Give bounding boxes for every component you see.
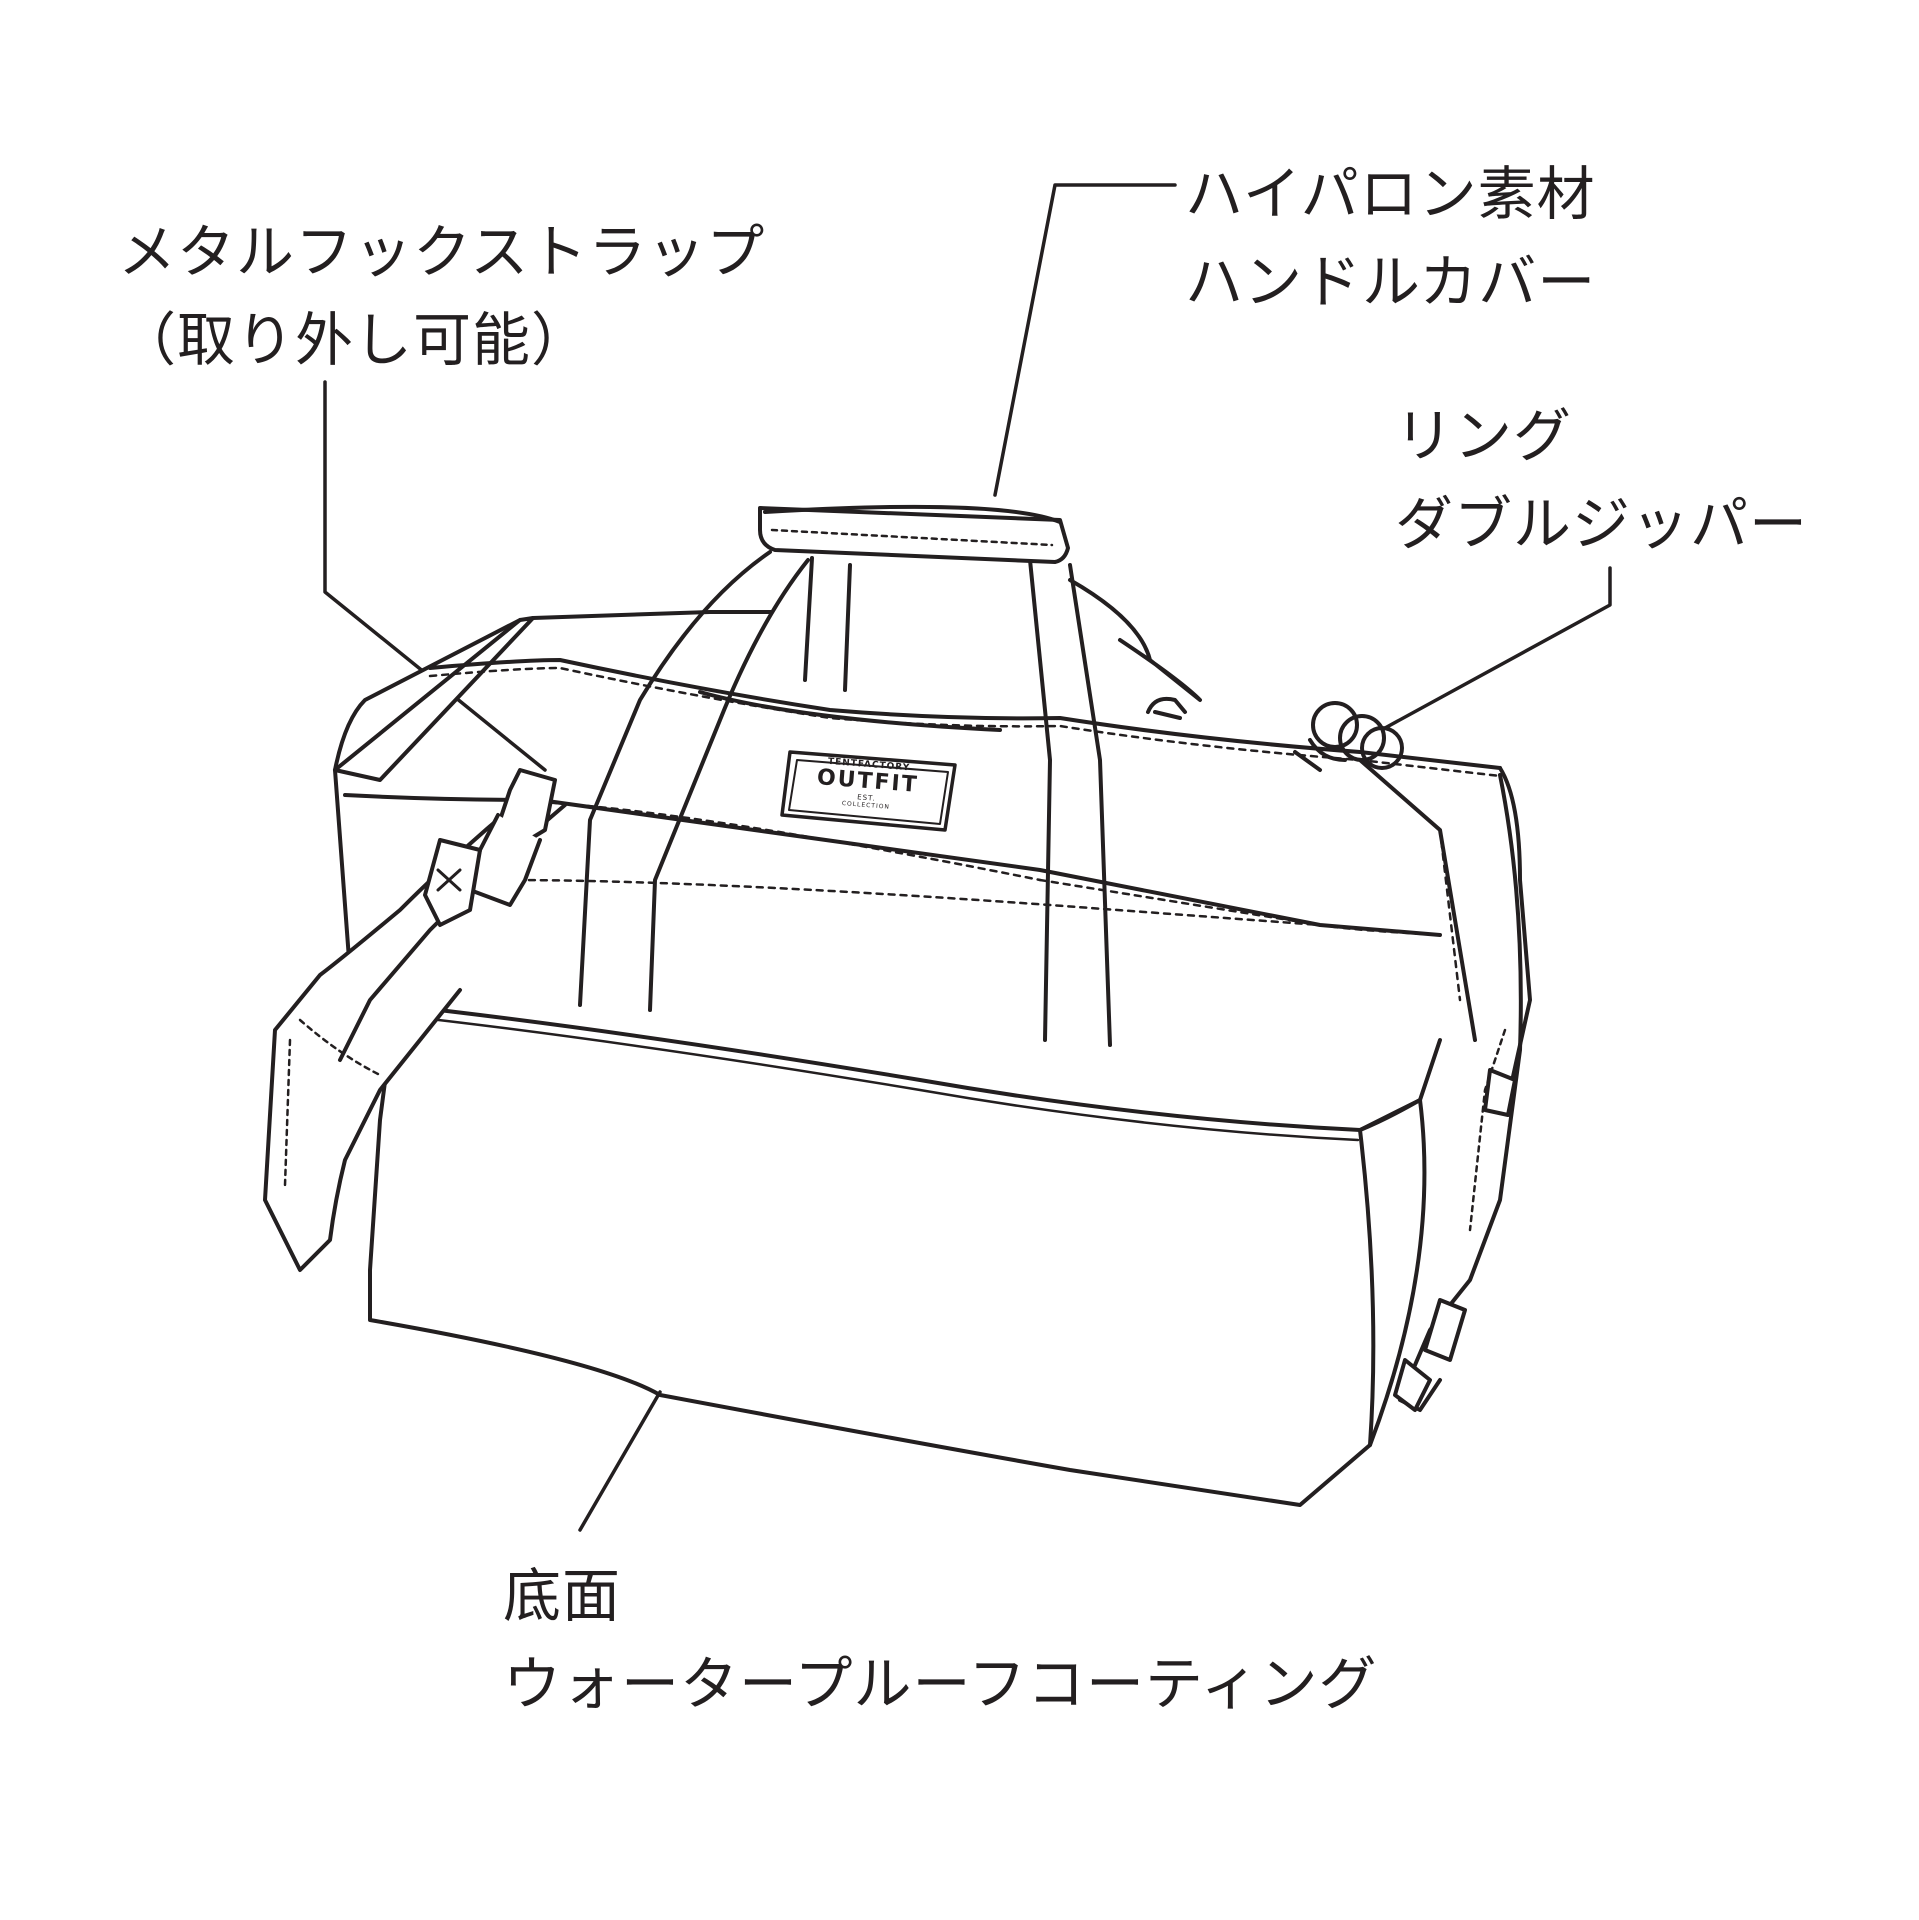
leader-zipper [1383,566,1612,730]
callout-strap: メタルフックストラップ （取り外し可能） [118,208,765,384]
logo-patch [780,750,957,832]
callout-zipper-line2: ダブルジッパー [1395,490,1809,558]
handles [578,504,1202,1047]
callout-bottom-line2: ウォータープルーフコーティング [503,1650,1378,1718]
leader-bottom [578,1390,662,1532]
shoulder-strap-right [1393,773,1523,1412]
callout-bottom: 底面 ウォータープルーフコーティング [503,1552,1378,1728]
leader-lines [323,183,1612,1532]
logo-patch-text: TENTFACTORY OUTFIT EST. COLLECTION [779,745,955,836]
callout-zipper-line1: リング [1395,402,1573,470]
ring-double-zipper [1146,696,1404,772]
bag-bottom [368,1003,1442,1507]
leader-handle [993,183,1177,497]
shoulder-strap-left [263,768,567,1272]
callout-handle: ハイパロン素材 ハンドルカバー [1185,150,1596,326]
callout-zipper: リング ダブルジッパー [1395,392,1808,568]
callout-strap-line2: （取り外し可能） [118,306,591,374]
callout-handle-line1: ハイパロン素材 [1185,160,1596,228]
callout-handle-line2: ハンドルカバー [1185,248,1597,316]
callout-bottom-line1: 底面 [503,1562,622,1630]
leader-strap [323,380,547,772]
callout-strap-line1: メタルフックストラップ [118,218,766,286]
